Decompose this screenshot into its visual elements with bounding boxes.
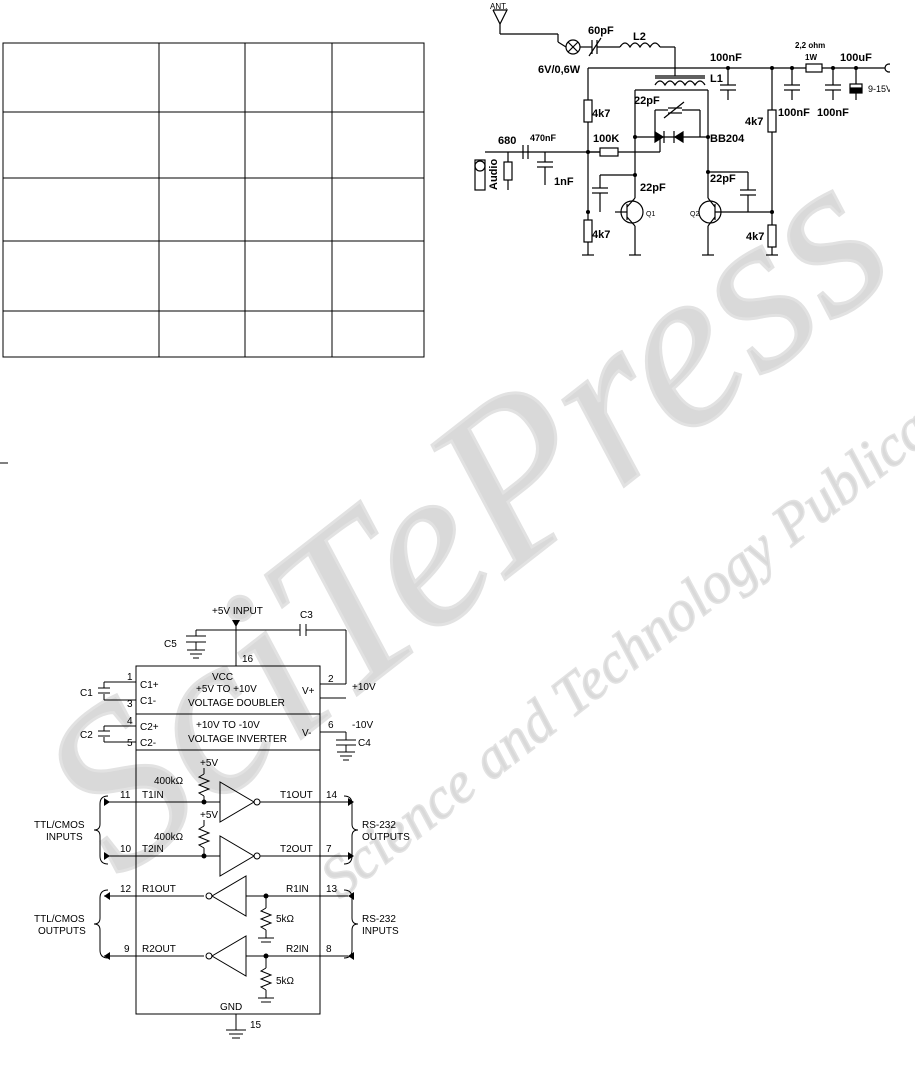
label-60pf: 60pF (588, 25, 614, 37)
label-v-minus: V- (302, 728, 311, 739)
label-pin8: 8 (326, 944, 332, 955)
label-5v-pullup-1: +5V (200, 758, 218, 769)
label-t2in: T2IN (142, 844, 164, 855)
label-5v-input: +5V INPUT (212, 606, 263, 617)
label-l2: L2 (633, 31, 646, 43)
label-voltage-inverter: VOLTAGE INVERTER (188, 734, 287, 745)
label-4k7-lower-left: 4k7 (592, 229, 610, 241)
label-ant: ANT. (490, 2, 507, 11)
data-table (2, 42, 425, 358)
label-c4: C4 (358, 738, 371, 749)
label-1nf: 1nF (554, 176, 574, 188)
label-c1-minus: C1- (140, 696, 156, 707)
label-22pf-left: 22pF (640, 182, 666, 194)
label-rs232-outputs-1: RS-232 (362, 820, 396, 831)
label-100nf-b: 100nF (817, 107, 849, 119)
label-100k: 100K (593, 133, 619, 145)
label-pin10: 10 (120, 844, 132, 855)
label-pin3: 3 (127, 699, 133, 710)
label-pin4: 4 (127, 716, 133, 727)
label-c1-plus: C1+ (140, 680, 159, 691)
label-pin1: 1 (127, 672, 133, 683)
label-inverter-range: +10V TO -10V (196, 720, 260, 731)
label-ttl-outputs-2: OUTPUTS (38, 926, 86, 937)
label-q2: Q2 (690, 211, 699, 218)
label-doubler-range: +5V TO +10V (196, 684, 257, 695)
label-5k-1: 5kΩ (276, 914, 295, 925)
label-r1out: R1OUT (142, 884, 176, 895)
label-t1out: T1OUT (280, 790, 313, 801)
label-pin6: 6 (328, 720, 334, 731)
label-4k7-upper-left: 4k7 (592, 108, 610, 120)
label-pin15: 15 (250, 1020, 262, 1031)
label-pin2: 2 (328, 674, 334, 685)
label-l1: L1 (710, 73, 723, 85)
label-pin7: 7 (326, 844, 332, 855)
label-minus-10v: -10V (352, 720, 373, 731)
label-vcc: 9-15V (868, 84, 890, 94)
label-vcc: VCC (212, 672, 233, 683)
fm-transmitter-schematic: ANT. 60pF L2 6V/0,6W 100nF 2,2 ohm 1W 10… (474, 2, 890, 256)
label-pin13: 13 (326, 884, 338, 895)
label-4k7-right: 4k7 (745, 116, 763, 128)
label-rs232-inputs-2: INPUTS (362, 926, 399, 937)
label-400k-2: 400kΩ (154, 832, 184, 843)
label-bb204: BB204 (710, 133, 745, 145)
label-100uf: 100uF (840, 52, 872, 64)
stray-mark (0, 462, 8, 464)
label-c5: C5 (164, 639, 177, 650)
label-pin11: 11 (120, 790, 131, 801)
label-r2out: R2OUT (142, 944, 176, 955)
label-c2-minus: C2- (140, 738, 156, 749)
label-c2-plus: C2+ (140, 722, 159, 733)
label-470nf: 470nF (530, 133, 557, 143)
label-4k7-lower-right: 4k7 (746, 231, 764, 243)
label-rs232-inputs-1: RS-232 (362, 914, 396, 925)
label-pin5: 5 (127, 738, 133, 749)
label-22pf-trimmer: 22pF (634, 95, 660, 107)
label-22pf-right: 22pF (710, 173, 736, 185)
label-t2out: T2OUT (280, 844, 313, 855)
label-ttl-outputs-1: TTL/CMOS (34, 914, 85, 925)
label-pin12: 12 (120, 884, 132, 895)
label-pin9: 9 (124, 944, 130, 955)
label-v-plus: V+ (302, 686, 315, 697)
label-5k-2: 5kΩ (276, 976, 295, 987)
label-lamp: 6V/0,6W (538, 64, 581, 76)
label-100nf-a: 100nF (778, 107, 810, 119)
label-ttl-inputs-2: INPUTS (46, 832, 83, 843)
label-680: 680 (498, 135, 516, 147)
label-5v-pullup-2: +5V (200, 810, 218, 821)
label-1w: 1W (805, 53, 817, 62)
label-gnd: GND (220, 1002, 242, 1013)
label-pin16: 16 (242, 654, 254, 665)
label-2-2-ohm: 2,2 ohm (795, 41, 825, 50)
label-c1: C1 (80, 688, 93, 699)
label-plus-10v: +10V (352, 682, 376, 693)
label-c2: C2 (80, 730, 93, 741)
label-pin14: 14 (326, 790, 338, 801)
label-r1in: R1IN (286, 884, 309, 895)
label-c3: C3 (300, 610, 313, 621)
label-100nf-top: 100nF (710, 52, 742, 64)
label-rs232-outputs-2: OUTPUTS (362, 832, 410, 843)
label-voltage-doubler: VOLTAGE DOUBLER (188, 698, 285, 709)
label-audio: Audio (488, 159, 500, 190)
rs232-driver-schematic: +5V INPUT C3 C5 16 VCC +5V TO +10V VOLTA… (34, 606, 410, 1039)
label-t1in: T1IN (142, 790, 164, 801)
label-ttl-inputs-1: TTL/CMOS (34, 820, 85, 831)
label-r2in: R2IN (286, 944, 309, 955)
label-q1: Q1 (646, 211, 655, 218)
label-400k-1: 400kΩ (154, 776, 184, 787)
